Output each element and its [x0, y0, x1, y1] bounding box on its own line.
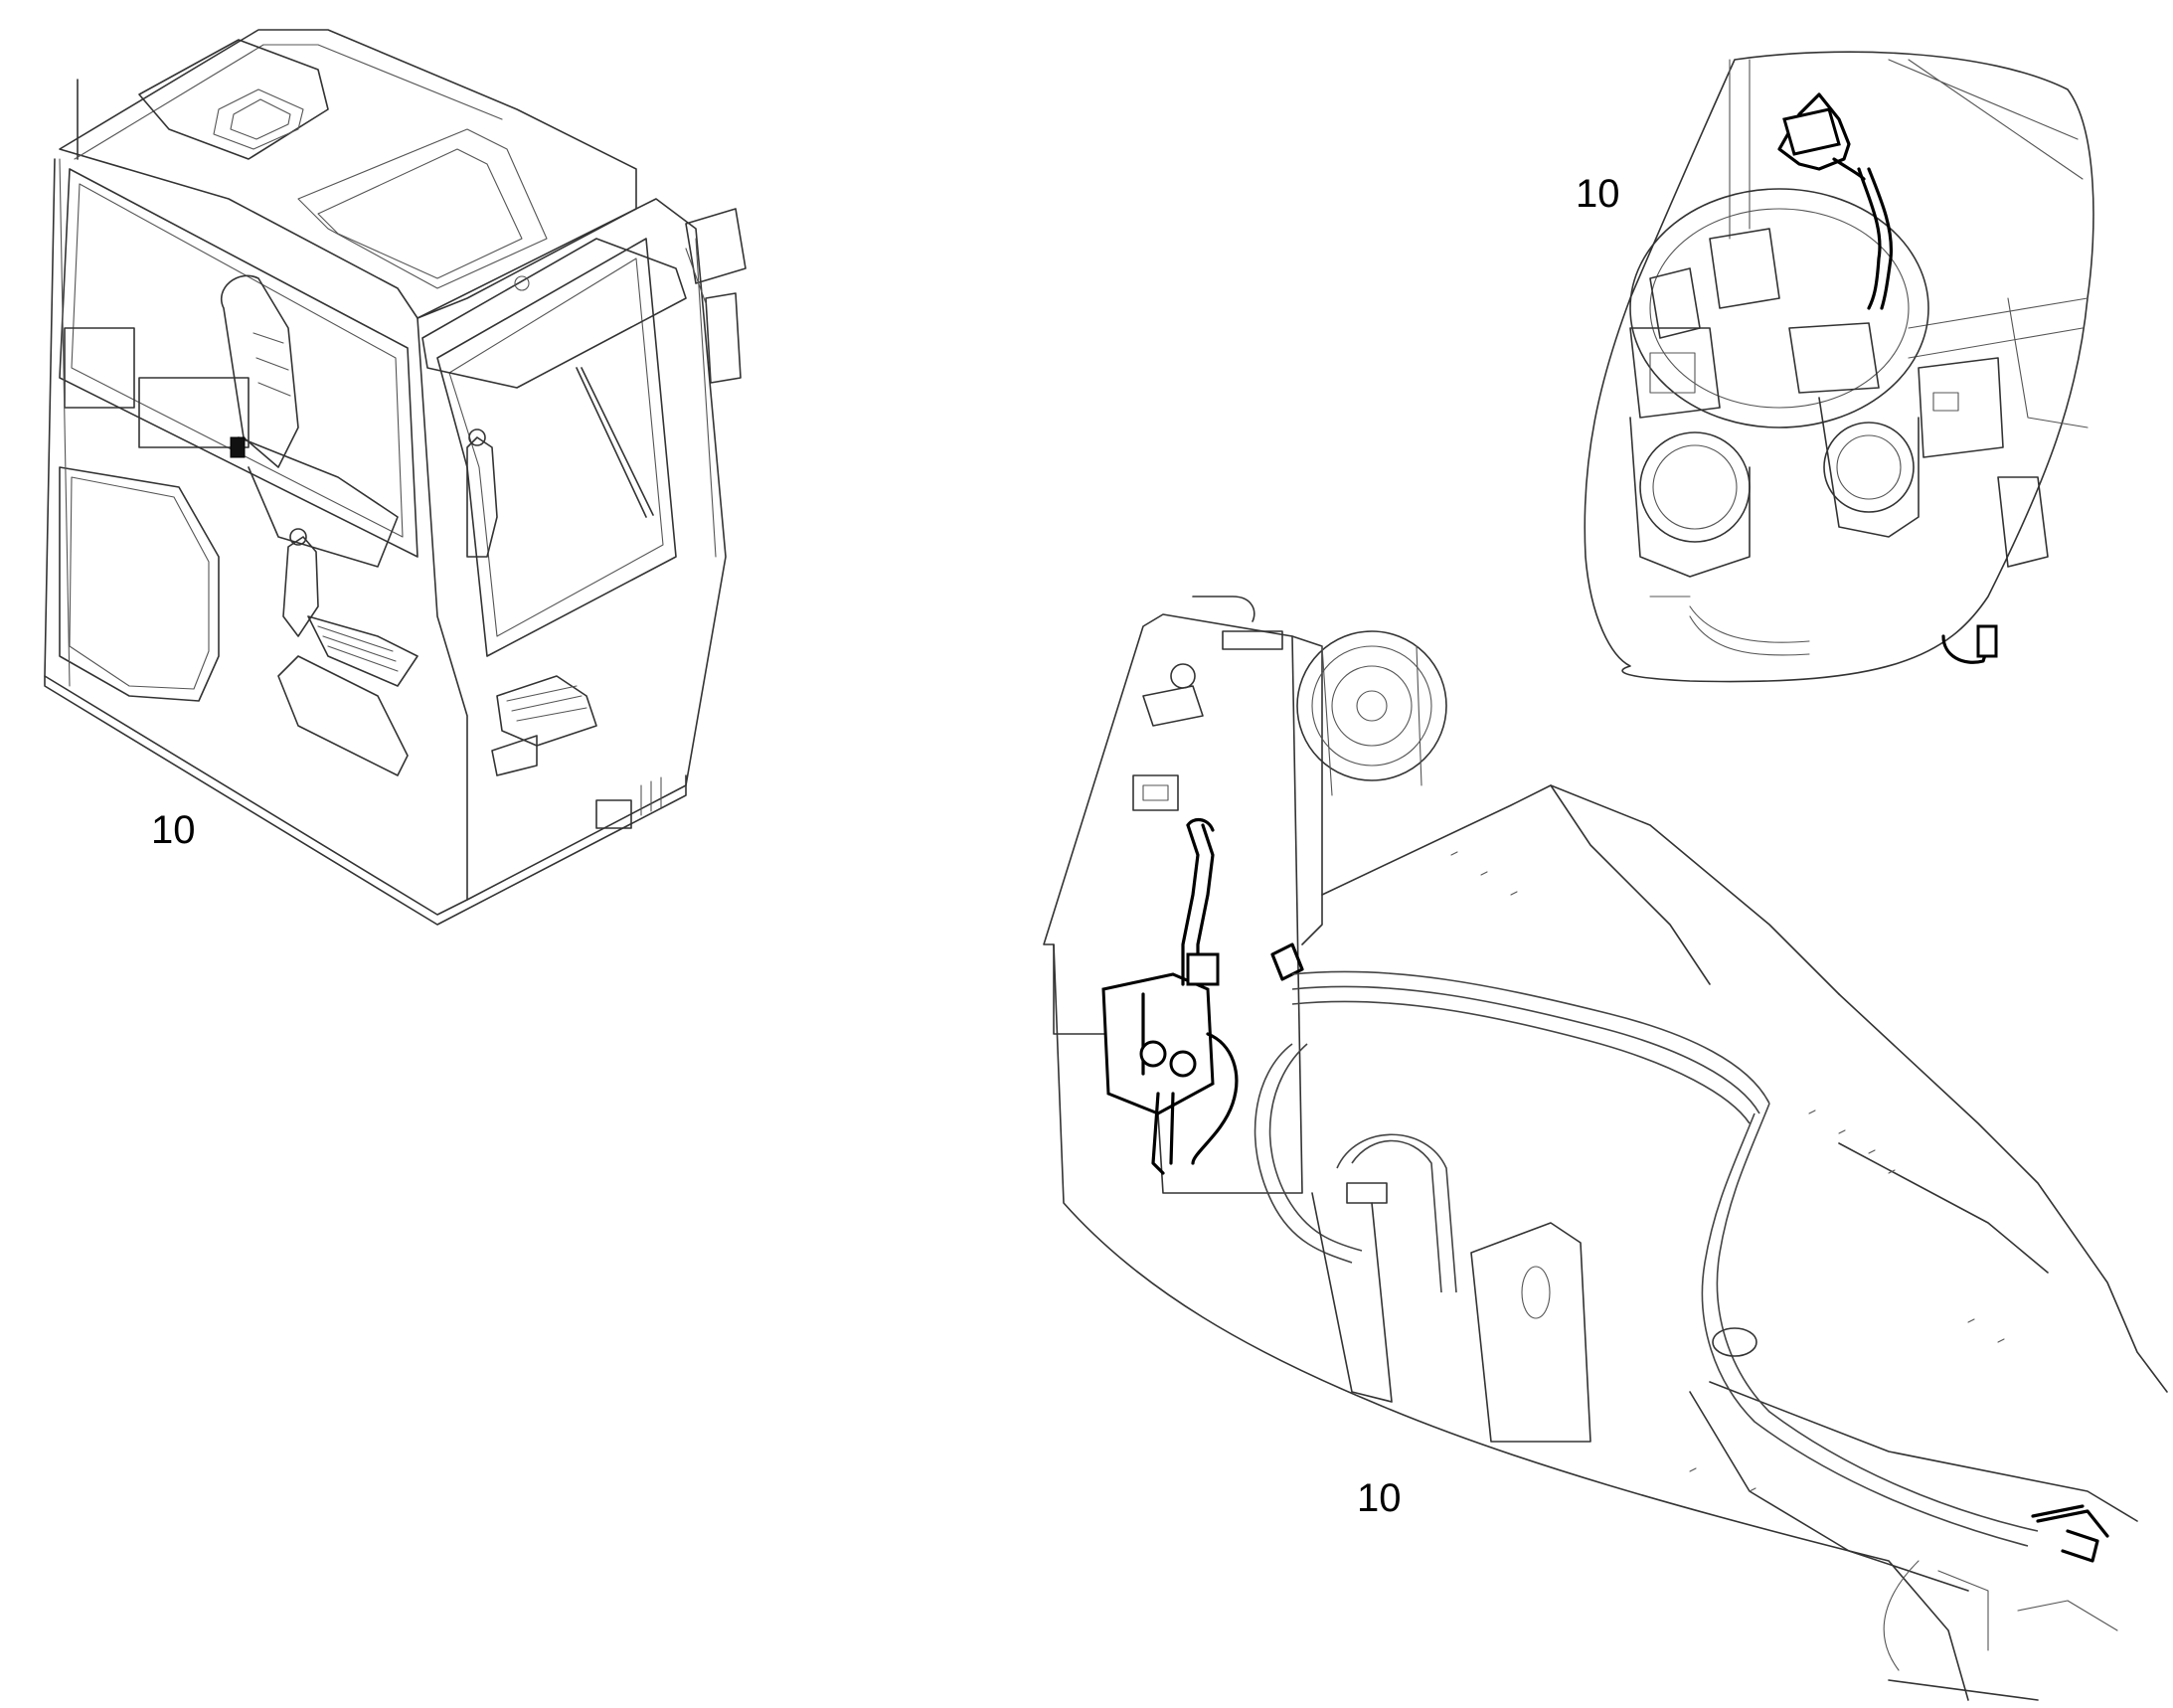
operator-cab [44, 29, 747, 926]
frame-hose-routing [1043, 596, 2168, 1701]
callout-label-cab: 10 [151, 808, 196, 852]
callout-label-pump: 10 [1576, 172, 1620, 216]
callout-label-frame: 10 [1357, 1476, 1402, 1520]
pump-assembly [1584, 51, 2094, 683]
